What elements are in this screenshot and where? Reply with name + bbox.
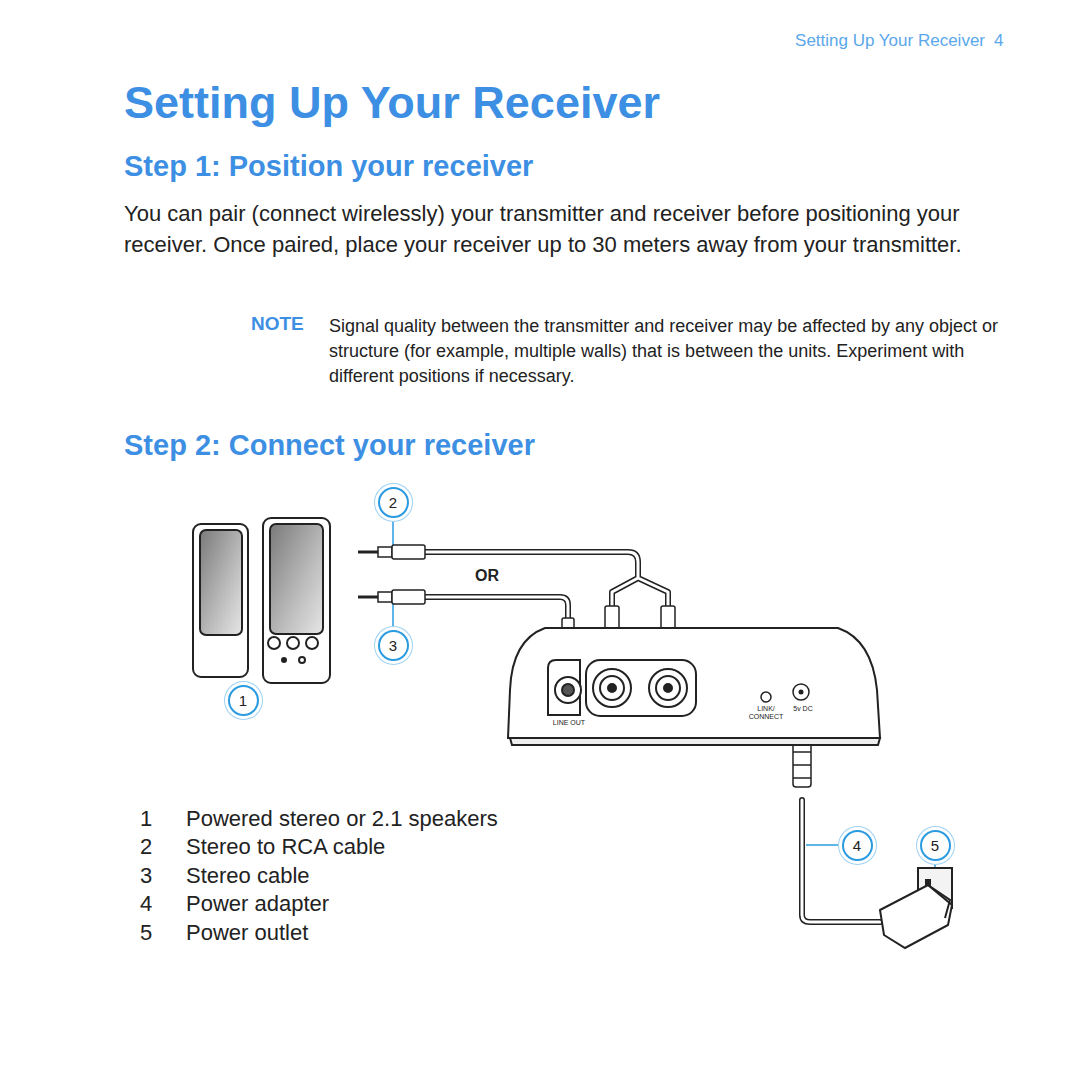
port-label: 5v DC [790, 705, 816, 713]
port-label: LINE OUT [552, 719, 586, 727]
step-heading: Step 2: Connect your receiver [124, 428, 1024, 463]
speakers [193, 518, 330, 683]
power-adapter-outlet [880, 868, 952, 948]
step-heading: Step 1: Position your receiver [124, 149, 1024, 184]
note-text: Signal quality between the transmitter a… [329, 314, 1009, 388]
body-text: You can pair (connect wirelessly) your t… [124, 198, 984, 260]
port-label: LINK/ CONNECT [742, 705, 790, 720]
callout-number: 3 [389, 637, 397, 654]
cables [425, 552, 880, 922]
callout-number: 1 [239, 692, 247, 709]
note-label: NOTE [251, 312, 331, 337]
callout-circle: 4 [842, 830, 873, 861]
or-label: OR [475, 566, 515, 585]
page-title: Setting Up Your Receiver [124, 76, 1024, 130]
key-number: 3 [140, 863, 170, 889]
key-text: Powered stereo or 2.1 speakers [186, 806, 586, 832]
key-text: Power adapter [186, 891, 586, 917]
key-text: Stereo cable [186, 863, 586, 889]
callout-circle: 2 [378, 487, 409, 518]
key-number: 4 [140, 891, 170, 917]
callout-number: 4 [853, 837, 861, 854]
callout-number: 5 [931, 837, 939, 854]
running-header: Setting Up Your Receiver [640, 31, 985, 51]
callout-circle: 1 [228, 685, 259, 716]
key-text: Power outlet [186, 920, 586, 946]
callout-circle: 5 [920, 830, 951, 861]
key-number: 2 [140, 834, 170, 860]
receiver-unit [508, 628, 880, 745]
key-number: 1 [140, 806, 170, 832]
page-number: 4 [994, 31, 1014, 51]
callout-number: 2 [389, 494, 397, 511]
callout-circle: 3 [378, 630, 409, 661]
key-number: 5 [140, 920, 170, 946]
key-text: Stereo to RCA cable [186, 834, 586, 860]
